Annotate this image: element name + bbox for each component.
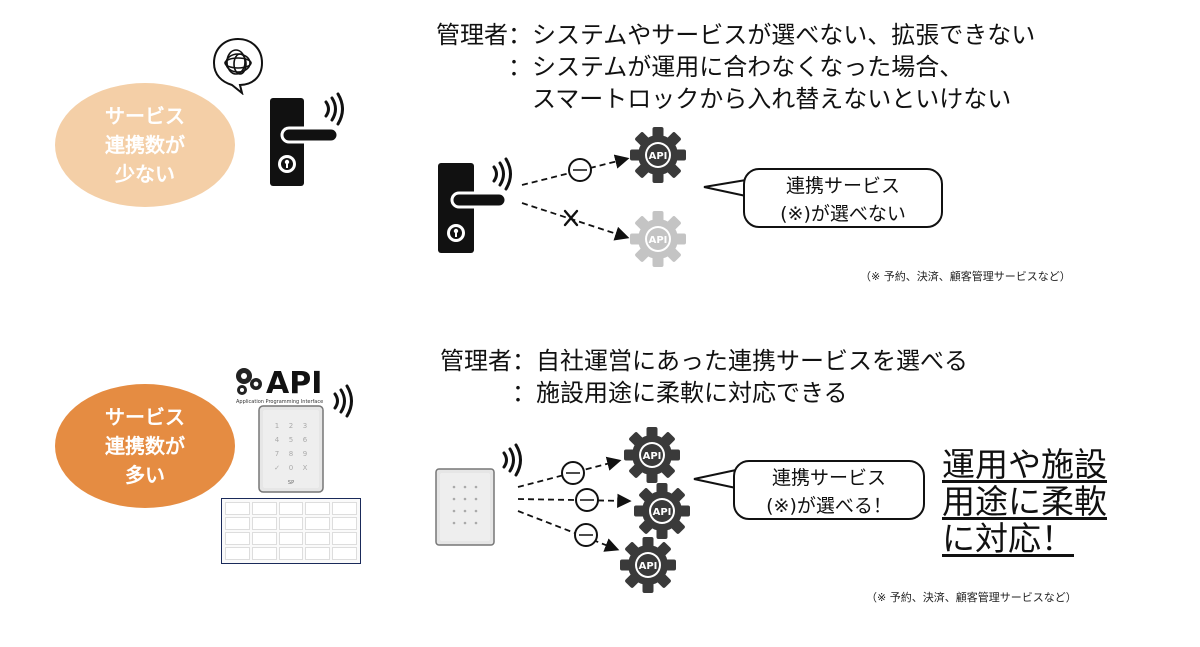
- keypad-key: 9: [303, 450, 307, 458]
- api-logo-subtitle: Application Programming Interface: [236, 399, 323, 405]
- keypad-key: X: [303, 464, 308, 472]
- top-integration-diagram: API API: [438, 127, 686, 267]
- bubble-tail: [693, 469, 737, 489]
- label-line: 少ない: [115, 161, 175, 186]
- bubble-line: (※)が選べない: [780, 203, 906, 225]
- keypad-key: 2: [289, 422, 293, 430]
- keypad-key: 4: [275, 436, 280, 444]
- keypad-key: 8: [289, 450, 293, 458]
- label-line: 多い: [125, 462, 165, 487]
- keypad-key: ✓: [274, 464, 280, 472]
- api-gear-icon: API: [634, 483, 690, 539]
- keypad-lock-icon: [435, 443, 522, 546]
- keypad-key: 1: [275, 422, 279, 430]
- keypad-lock-icon: 1 2 3 4 5 6 7 8 9 ✓ 0 X SP: [258, 384, 353, 493]
- label-line: サービス: [105, 103, 185, 128]
- smart-lock-icon: [438, 157, 512, 253]
- keypad-key: 5: [289, 436, 293, 444]
- admin-heading-line: スマートロックから入れ替えないといけない: [436, 85, 1012, 113]
- api-gear-disabled-icon: API: [630, 211, 686, 267]
- api-gear-icon: API: [620, 537, 676, 593]
- label-line: サービス: [105, 404, 185, 429]
- api-gear-icon: API: [630, 127, 686, 183]
- footnote: （※ 予約、決済、顧客管理サービスなど）: [860, 270, 1071, 283]
- api-logo: API Application Programming Interface: [236, 366, 323, 405]
- api-gear-label: API: [649, 235, 668, 246]
- bubble-line: 連携サービス: [771, 467, 886, 489]
- partner-logos-panel: [221, 498, 361, 564]
- admin-heading-line: ：施設用途に柔軟に対応できる: [440, 379, 848, 407]
- keypad-key: 3: [303, 422, 307, 430]
- keypad-key: 7: [275, 450, 279, 458]
- bubble-line: (※)が選べる！: [766, 495, 892, 517]
- keypad-key: 0: [289, 464, 293, 472]
- cannot-choose-bubble: 連携サービス (※)が選べない: [743, 168, 943, 228]
- label-line: 連携数が: [105, 132, 185, 157]
- keypad-brand: SP: [288, 480, 294, 486]
- keypad-key: 6: [303, 436, 308, 444]
- api-gear-label: API: [653, 507, 672, 518]
- api-gear-label: API: [649, 151, 668, 162]
- api-gear-label: API: [639, 561, 658, 572]
- admin-heading-line: 管理者：自社運営にあった連携サービスを選べる: [440, 347, 968, 375]
- many-integrations-label: サービス 連携数が 多い: [55, 384, 235, 508]
- api-gear-label: API: [643, 451, 662, 462]
- bubble-tail: [703, 179, 747, 197]
- connection-arrow: [517, 510, 620, 552]
- few-integrations-label: サービス 連携数が 少ない: [55, 83, 235, 207]
- admin-heading-line: 管理者：システムやサービスが選べない、拡張できない: [436, 21, 1036, 49]
- flexible-headline-line: に対応！: [942, 519, 1074, 558]
- flexible-headline-line: 運用や施設: [942, 445, 1107, 484]
- flexible-headline-line: 用途に柔軟: [942, 482, 1107, 521]
- api-logo-text: API: [266, 366, 322, 401]
- api-gear-icon: API: [624, 427, 680, 483]
- label-line: 連携数が: [105, 433, 185, 458]
- confused-speech-icon: [212, 37, 264, 95]
- admin-heading-line: ：システムが運用に合わなくなった場合、: [436, 53, 964, 81]
- bubble-line: 連携サービス: [785, 175, 900, 197]
- cross-icon: [563, 209, 579, 227]
- bottom-integration-diagram: API API API: [435, 427, 690, 593]
- footnote: （※ 予約、決済、顧客管理サービスなど）: [866, 591, 1077, 604]
- smart-lock-icon: [270, 92, 344, 186]
- connection-arrow: [517, 493, 632, 509]
- can-choose-bubble: 連携サービス (※)が選べる！: [733, 460, 925, 520]
